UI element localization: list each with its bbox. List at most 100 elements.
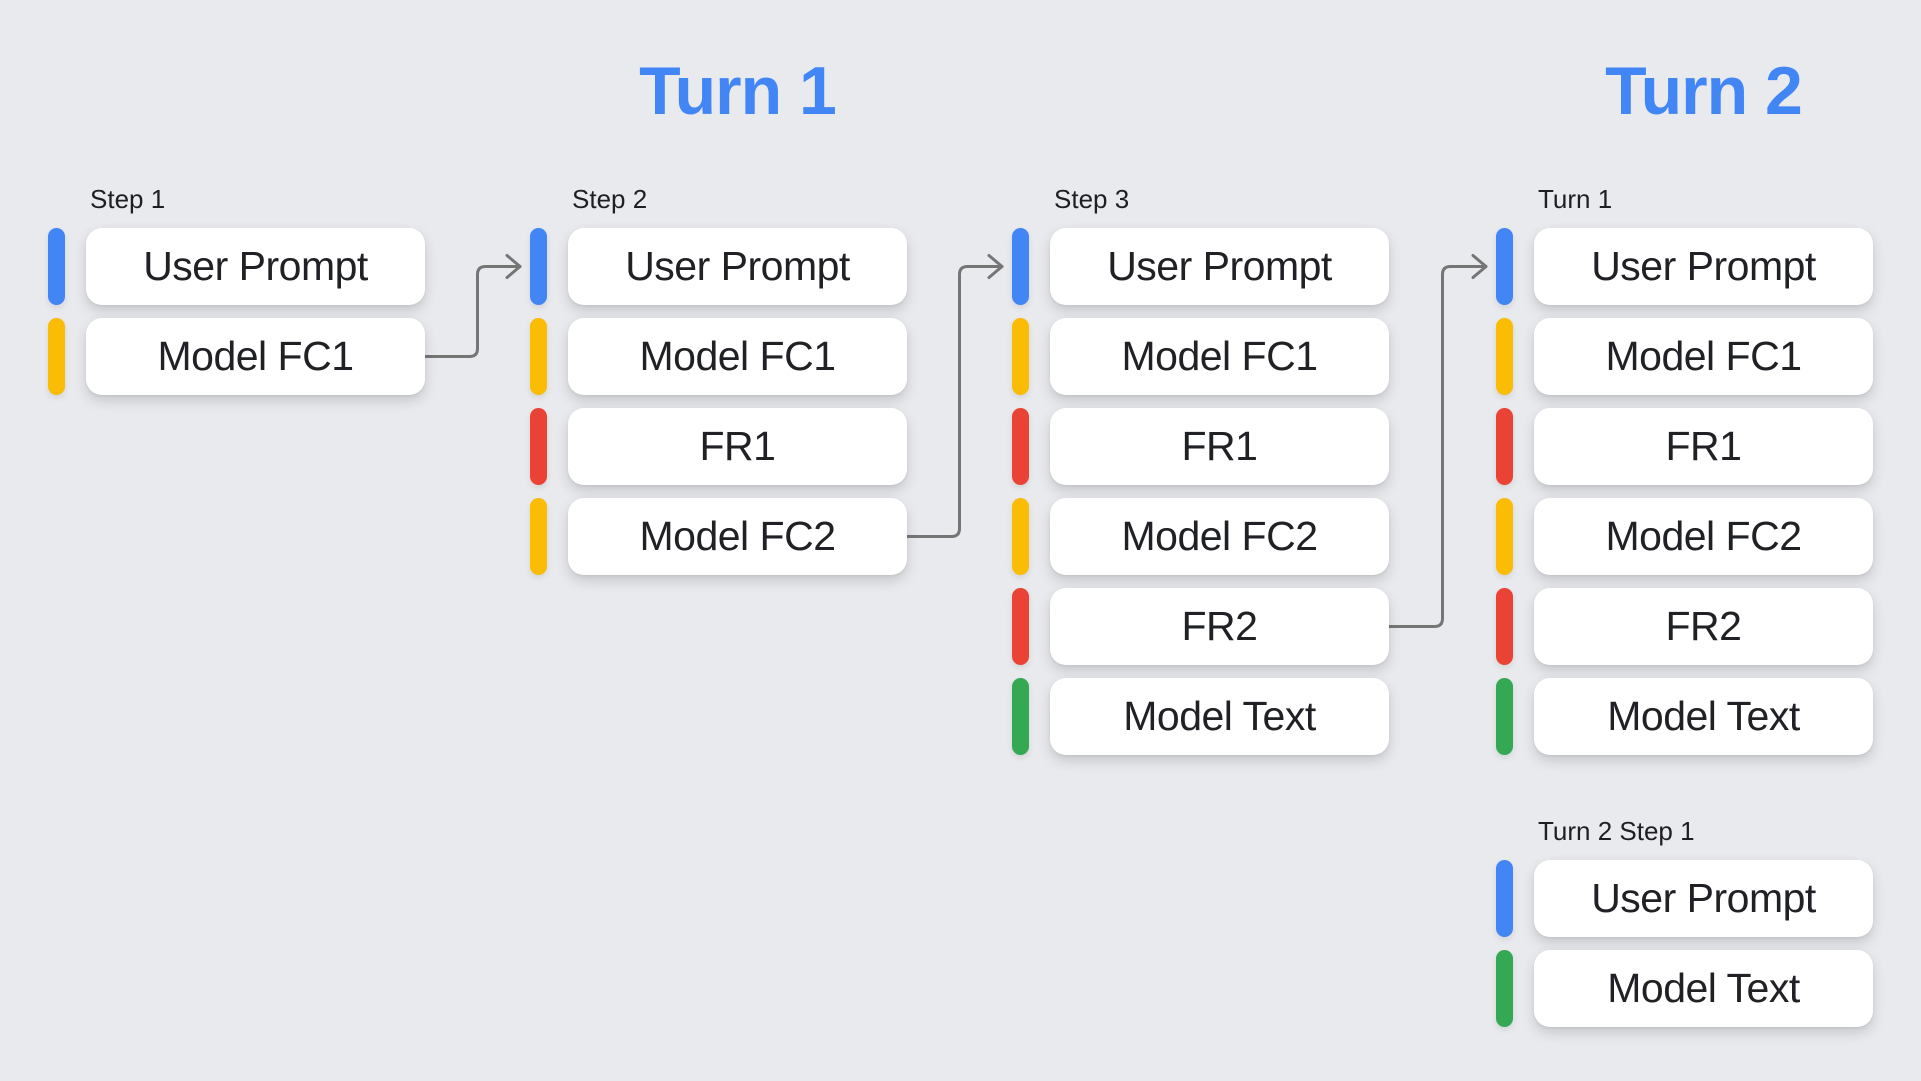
message-label: Model FC1 bbox=[1605, 333, 1802, 379]
row-turn-2-step-1-user-prompt: User Prompt bbox=[1496, 860, 1873, 937]
row-step-3-model-fc2: Model FC2 bbox=[1012, 498, 1389, 575]
row-step-3-model-fc1: Model FC1 bbox=[1012, 318, 1389, 395]
column-rows: User Prompt Model FC1 FR1 Model FC2 FR2 … bbox=[1012, 228, 1389, 755]
message-box: FR1 bbox=[568, 408, 907, 485]
message-label: Model FC1 bbox=[1121, 333, 1318, 379]
message-box: Model FC2 bbox=[1534, 498, 1873, 575]
role-bar-model-fc bbox=[1496, 318, 1513, 395]
row-step-2-model-fc1: Model FC1 bbox=[530, 318, 907, 395]
message-box: User Prompt bbox=[1534, 228, 1873, 305]
title-turn-2: Turn 2 bbox=[1605, 53, 1803, 129]
arrowhead-icon bbox=[987, 254, 1004, 279]
role-bar-function-response bbox=[1496, 588, 1513, 665]
column-rows: User Prompt Model FC1 bbox=[48, 228, 425, 395]
role-bar-user bbox=[530, 228, 547, 305]
role-bar-model-fc bbox=[530, 318, 547, 395]
message-label: Model FC2 bbox=[1121, 513, 1318, 559]
message-box: Model FC2 bbox=[568, 498, 907, 575]
role-bar-user bbox=[48, 228, 65, 305]
row-turn-1-history-fr1: FR1 bbox=[1496, 408, 1873, 485]
arrow-shaft bbox=[423, 265, 522, 358]
role-bar-model-text bbox=[1496, 950, 1513, 1027]
message-box: Model Text bbox=[1534, 950, 1873, 1027]
title-turn-1: Turn 1 bbox=[639, 53, 837, 129]
role-bar-user bbox=[1496, 228, 1513, 305]
column-step-2: Step 2 User Prompt Model FC1 FR1 Model F… bbox=[530, 185, 907, 575]
message-label: User Prompt bbox=[625, 243, 850, 289]
row-step-2-user-prompt: User Prompt bbox=[530, 228, 907, 305]
message-label: Model Text bbox=[1123, 693, 1316, 739]
arrow-step-2-to-step-3 bbox=[905, 254, 1004, 538]
role-bar-model-fc bbox=[530, 498, 547, 575]
role-bar-function-response bbox=[530, 408, 547, 485]
message-label: User Prompt bbox=[143, 243, 368, 289]
column-step-1: Step 1 User Prompt Model FC1 bbox=[48, 185, 425, 395]
row-turn-1-history-model-fc2: Model FC2 bbox=[1496, 498, 1873, 575]
message-box: User Prompt bbox=[86, 228, 425, 305]
row-turn-1-history-user-prompt: User Prompt bbox=[1496, 228, 1873, 305]
row-step-3-fr2: FR2 bbox=[1012, 588, 1389, 665]
row-step-3-fr1: FR1 bbox=[1012, 408, 1389, 485]
role-bar-model-fc bbox=[48, 318, 65, 395]
row-step-2-fr1: FR1 bbox=[530, 408, 907, 485]
message-box: FR1 bbox=[1534, 408, 1873, 485]
message-box: Model FC1 bbox=[86, 318, 425, 395]
message-label: User Prompt bbox=[1591, 243, 1816, 289]
message-box: User Prompt bbox=[1534, 860, 1873, 937]
message-box: Model FC1 bbox=[1050, 318, 1389, 395]
message-label: Model FC2 bbox=[1605, 513, 1802, 559]
column-rows: User Prompt Model FC1 FR1 Model FC2 bbox=[530, 228, 907, 575]
column-label-step-1: Step 1 bbox=[90, 184, 166, 214]
column-step-3: Step 3 User Prompt Model FC1 FR1 Model F… bbox=[1012, 185, 1389, 755]
column-label-turn-2-step-1: Turn 2 Step 1 bbox=[1538, 816, 1695, 846]
column-rows: User Prompt Model Text bbox=[1496, 860, 1873, 1027]
message-box: FR2 bbox=[1050, 588, 1389, 665]
row-step-1-model-fc1: Model FC1 bbox=[48, 318, 425, 395]
role-bar-model-text bbox=[1496, 678, 1513, 755]
role-bar-function-response bbox=[1012, 408, 1029, 485]
row-step-2-model-fc2: Model FC2 bbox=[530, 498, 907, 575]
row-turn-1-history-model-fc1: Model FC1 bbox=[1496, 318, 1873, 395]
role-bar-function-response bbox=[1012, 588, 1029, 665]
message-label: FR1 bbox=[1181, 423, 1258, 469]
message-label: FR2 bbox=[1181, 603, 1258, 649]
column-label-step-3: Step 3 bbox=[1054, 184, 1130, 214]
arrow-shaft bbox=[1387, 265, 1488, 628]
role-bar-model-text bbox=[1012, 678, 1029, 755]
message-label: Model Text bbox=[1607, 965, 1800, 1011]
role-bar-user bbox=[1012, 228, 1029, 305]
arrowhead-icon bbox=[505, 254, 522, 279]
role-bar-model-fc bbox=[1012, 498, 1029, 575]
message-box: FR2 bbox=[1534, 588, 1873, 665]
message-box: Model FC1 bbox=[568, 318, 907, 395]
row-step-1-user-prompt: User Prompt bbox=[48, 228, 425, 305]
message-box: Model Text bbox=[1534, 678, 1873, 755]
message-label: FR1 bbox=[1665, 423, 1742, 469]
role-bar-model-fc bbox=[1496, 498, 1513, 575]
arrow-step-3-to-turn-1-history bbox=[1387, 254, 1488, 628]
column-label-step-2: Step 2 bbox=[572, 184, 648, 214]
message-label: FR1 bbox=[699, 423, 776, 469]
message-box: FR1 bbox=[1050, 408, 1389, 485]
arrow-step-1-to-step-2 bbox=[423, 254, 522, 358]
row-turn-1-history-fr2: FR2 bbox=[1496, 588, 1873, 665]
message-box: User Prompt bbox=[1050, 228, 1389, 305]
message-box: Model FC1 bbox=[1534, 318, 1873, 395]
column-turn-2-step-1: Turn 2 Step 1 User Prompt Model Text bbox=[1496, 817, 1873, 1027]
row-step-3-model-text: Model Text bbox=[1012, 678, 1389, 755]
message-label: User Prompt bbox=[1107, 243, 1332, 289]
message-label: User Prompt bbox=[1591, 875, 1816, 921]
role-bar-function-response bbox=[1496, 408, 1513, 485]
role-bar-model-fc bbox=[1012, 318, 1029, 395]
message-box: Model Text bbox=[1050, 678, 1389, 755]
column-rows: User Prompt Model FC1 FR1 Model FC2 FR2 … bbox=[1496, 228, 1873, 755]
message-box: User Prompt bbox=[568, 228, 907, 305]
message-label: Model Text bbox=[1607, 693, 1800, 739]
message-label: Model FC2 bbox=[639, 513, 836, 559]
message-label: FR2 bbox=[1665, 603, 1742, 649]
column-label-turn-1-history: Turn 1 bbox=[1538, 184, 1613, 214]
row-turn-2-step-1-model-text: Model Text bbox=[1496, 950, 1873, 1027]
message-box: Model FC2 bbox=[1050, 498, 1389, 575]
message-label: Model FC1 bbox=[639, 333, 836, 379]
